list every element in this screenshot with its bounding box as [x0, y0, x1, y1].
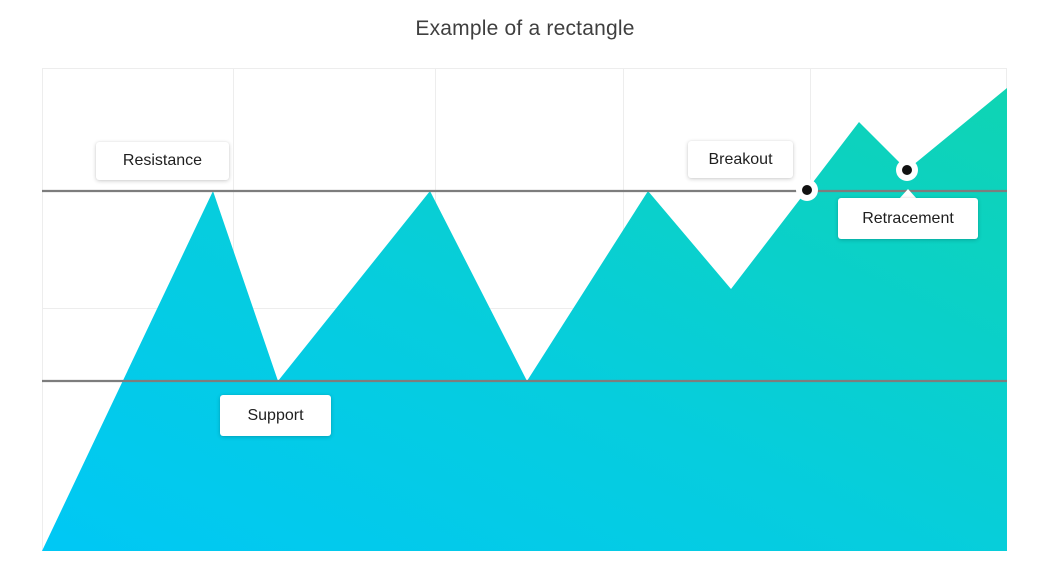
breakout-marker[interactable] [802, 185, 812, 195]
annotation-breakout[interactable]: Breakout [688, 141, 793, 178]
annotation-support[interactable]: Support [220, 395, 331, 436]
annotation-resistance[interactable]: Resistance [96, 142, 229, 180]
annotation-retracement[interactable]: Retracement [838, 198, 978, 239]
retracement-marker[interactable] [902, 165, 912, 175]
chart-title: Example of a rectangle [415, 17, 635, 40]
annotation-retracement-pointer [899, 189, 917, 199]
